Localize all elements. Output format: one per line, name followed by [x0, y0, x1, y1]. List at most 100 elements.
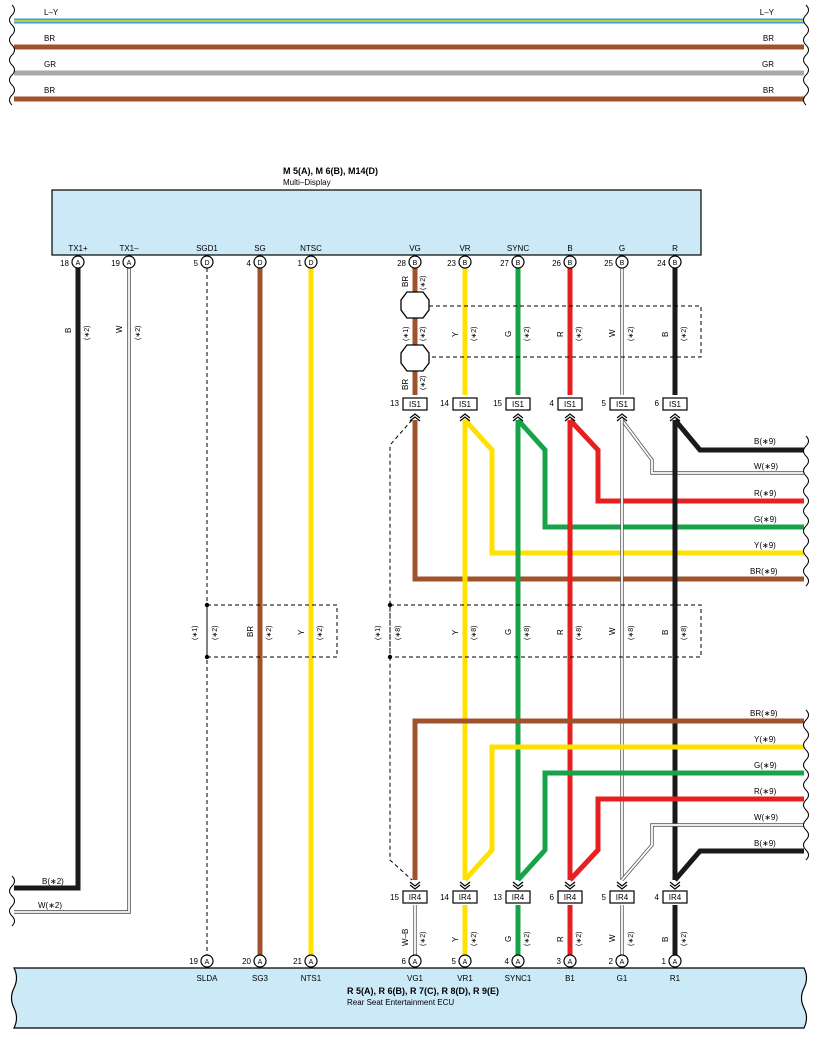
- wire-note: (∗2): [420, 276, 427, 290]
- break-mark-left: [9, 4, 15, 106]
- ecu-title: R 5(A), R 6(B), R 7(C), R 8(D), R 9(E): [347, 986, 499, 996]
- pin-connector-letter: A: [205, 959, 210, 966]
- pin-terminal: [408, 255, 422, 269]
- connector-label: IR4: [409, 893, 422, 902]
- break-mark-right: [803, 4, 809, 106]
- wire-note: (∗1): [375, 626, 382, 640]
- chevron-icon: [409, 881, 421, 890]
- left-exit-label: B(∗2): [42, 877, 64, 886]
- pin-number: 18: [60, 259, 69, 268]
- pin-terminal: [122, 255, 136, 269]
- pin-connector-letter: A: [76, 260, 81, 267]
- connector-pin-number: 4: [550, 399, 555, 408]
- connector-pin-number: 6: [655, 399, 660, 408]
- upper-exit-label: BR(∗9): [750, 567, 778, 576]
- pin-name: B: [567, 244, 572, 253]
- display-pin: TX1+ 18 A: [60, 244, 88, 269]
- pin-connector-letter: B: [568, 260, 573, 267]
- pin-number: 5: [452, 957, 457, 966]
- upper-exit-w: [621, 419, 804, 474]
- pin-connector-letter: A: [463, 959, 468, 966]
- display-title: M 5(A), M 6(B), M14(D): [283, 166, 378, 176]
- pin-connector-letter: B: [463, 260, 468, 267]
- lower-entry-wires: BR(∗9) Y(∗9) G(∗9) R(∗9) W(∗9) B(∗9): [412, 709, 809, 882]
- connector-body: [557, 890, 583, 904]
- upper-exit-b: [673, 418, 804, 453]
- pin-name: B1: [565, 974, 575, 983]
- break-mark-right-upper: [803, 435, 809, 587]
- wire-label: B: [661, 630, 670, 635]
- wire-label: W: [608, 329, 617, 337]
- pin-connector-letter: A: [258, 959, 263, 966]
- pin-name: SLDA: [197, 974, 219, 983]
- pin-name: NTS1: [301, 974, 322, 983]
- pin-connector-letter: A: [309, 959, 314, 966]
- left-exit-label: W(∗2): [38, 901, 62, 910]
- pin-name: VG: [409, 244, 421, 253]
- wire-label: G: [504, 936, 513, 942]
- connector-body: [402, 397, 428, 411]
- wire-note: (∗8): [524, 626, 531, 640]
- chevron-icon: [616, 413, 628, 422]
- pin-number: 5: [194, 259, 199, 268]
- shield-box-middle: [389, 604, 702, 658]
- pin-name: TX1+: [68, 244, 88, 253]
- connector-pin-number: 15: [493, 399, 502, 408]
- wire-label: R: [556, 331, 565, 337]
- connector-label: IS1: [564, 400, 577, 409]
- pin-connector-letter: D: [308, 260, 313, 267]
- top-wire-ly: L–Y L–Y: [14, 8, 804, 24]
- multi-display-component: M 5(A), M 6(B), M14(D) Multi–Display: [51, 166, 702, 256]
- connector-body: [662, 397, 688, 411]
- pin-terminal: [668, 255, 682, 269]
- connector-label: IS1: [512, 400, 525, 409]
- pin-connector-letter: A: [127, 260, 132, 267]
- wire-label: Y: [297, 629, 306, 635]
- connector-body: [609, 890, 635, 904]
- wire-note: (∗2): [471, 932, 478, 946]
- pin-number: 27: [500, 259, 509, 268]
- pin-number: 4: [247, 259, 252, 268]
- wire-note: (∗2): [212, 626, 219, 640]
- connector-pin-number: 6: [550, 893, 555, 902]
- pin-terminal: [668, 954, 682, 968]
- wire-note: (∗8): [395, 626, 402, 640]
- connector-pin-number: 14: [440, 893, 449, 902]
- connector-pin-number: 13: [493, 893, 502, 902]
- pin-terminal: [563, 954, 577, 968]
- upper-exit-y: [463, 418, 804, 556]
- wire-note: (∗2): [135, 326, 142, 340]
- wire-note: (∗2): [681, 932, 688, 946]
- chevron-icon: [669, 413, 681, 422]
- chevron-icon: [669, 881, 681, 890]
- wire-note: (∗2): [576, 327, 583, 341]
- pin-terminal: [304, 954, 318, 968]
- pin-number: 2: [609, 957, 614, 966]
- pin-number: 24: [657, 259, 666, 268]
- top-wire-bundle: L–Y L–Y BR BR GR GR BR BR: [9, 4, 809, 106]
- wire-note: (∗2): [420, 376, 427, 390]
- display-subtitle: Multi–Display: [283, 178, 331, 187]
- pin-connector-letter: A: [673, 959, 678, 966]
- pin-connector-letter: A: [516, 959, 521, 966]
- upper-exit-wires: B(∗9) W(∗9) R(∗9) G(∗9) Y(∗9) BR(∗9): [412, 418, 809, 587]
- wire-note: (∗8): [471, 626, 478, 640]
- top-wire-label-left: GR: [44, 60, 56, 69]
- wire-label: G: [504, 331, 513, 337]
- pin-name: VR: [459, 244, 470, 253]
- wire-note: (∗2): [576, 932, 583, 946]
- wire-note: (∗2): [524, 327, 531, 341]
- upper-exit-r: [568, 418, 804, 504]
- pin-terminal: [458, 255, 472, 269]
- pin-number: 26: [552, 259, 561, 268]
- pin-name: SG: [254, 244, 266, 253]
